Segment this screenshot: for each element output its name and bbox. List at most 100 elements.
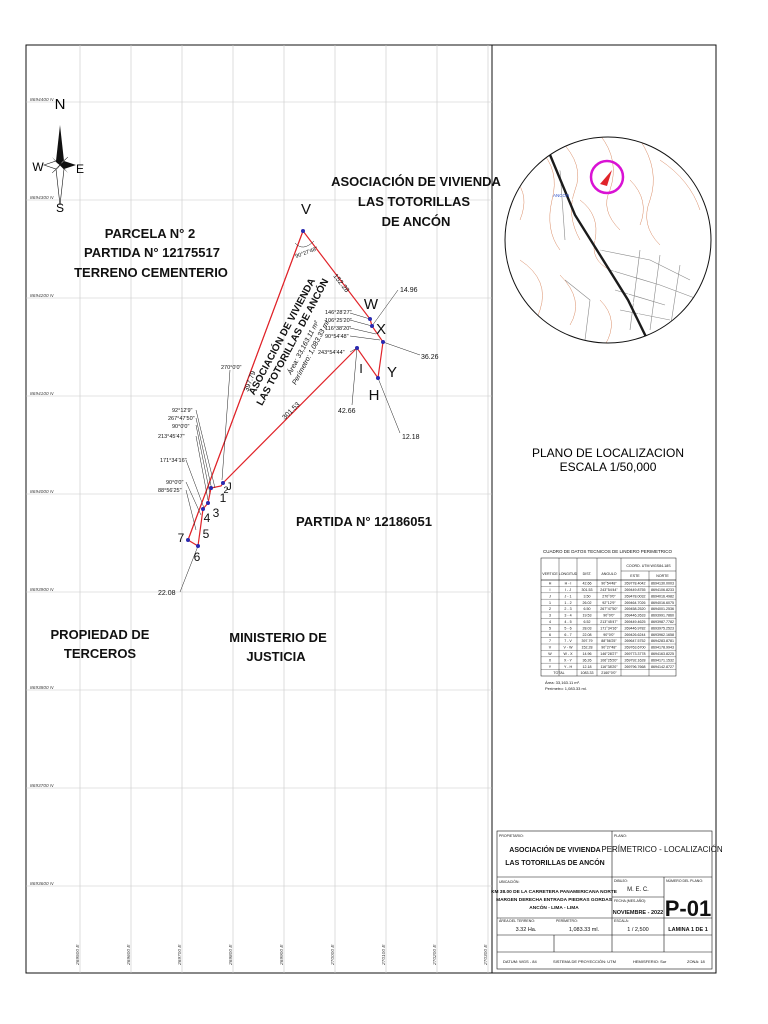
table-cell: 269464.7026 bbox=[625, 601, 646, 605]
table-cell: 3.50 bbox=[584, 594, 591, 598]
table-cell: 7 - V bbox=[564, 639, 572, 643]
vertex-1-label: 1 bbox=[220, 491, 227, 505]
table-cell: V - W bbox=[564, 646, 574, 650]
table-cell: 28.03 bbox=[583, 626, 592, 630]
table-cell: 301.53 bbox=[582, 588, 593, 592]
easting-label: 270300 E bbox=[483, 944, 489, 966]
angle-w1: 146°28'27" bbox=[325, 310, 352, 316]
table-cell: 4 bbox=[549, 620, 551, 624]
drawn-by: M. E. C. bbox=[627, 887, 649, 893]
table-cell: 22.08 bbox=[583, 633, 592, 637]
table-cell: 8694016.4982 bbox=[651, 594, 674, 598]
dim-h-i: 42.66 bbox=[338, 408, 356, 415]
dim-x-y: 36.26 bbox=[421, 354, 439, 361]
location-highlight-circle bbox=[589, 159, 625, 195]
terrain-area: 3.32 Ha. bbox=[516, 927, 537, 933]
table-cell: H bbox=[549, 582, 552, 586]
table-cell: 8694001.2536 bbox=[651, 607, 674, 611]
vertex-2-label: 2 bbox=[223, 485, 228, 495]
table-cell: 26.02 bbox=[583, 601, 592, 605]
easting-label: 269500 E bbox=[75, 944, 81, 966]
table-cell: 8694178.9943 bbox=[651, 646, 674, 650]
table-cell: 269478.0032 bbox=[625, 594, 646, 598]
table-cell: J - 1 bbox=[565, 594, 572, 598]
north-label: N bbox=[55, 96, 66, 113]
owner-line-2: LAS TOTORILLAS DE ANCÓN bbox=[505, 858, 604, 867]
parcela-label: PARCELA N° 2 bbox=[105, 226, 195, 241]
leader-lines bbox=[179, 289, 421, 593]
angle-7: 88°56'25" bbox=[158, 488, 182, 494]
north-arrow-icon bbox=[43, 125, 76, 206]
vertex-v-label: V bbox=[301, 201, 311, 218]
area-field-label: ÁREA DEL TERRENO: bbox=[499, 919, 535, 923]
table-subheader: NORTE bbox=[656, 574, 669, 578]
easting-label: 269900 E bbox=[279, 944, 285, 966]
table-cell: 269449.8755 bbox=[625, 588, 646, 592]
east-label: E bbox=[76, 162, 84, 176]
table-cell: 6.50 bbox=[584, 607, 591, 611]
angle-i: 243°54'44" bbox=[318, 350, 345, 356]
table-cell: 1 bbox=[549, 601, 551, 605]
dim-w-x: 14.96 bbox=[400, 287, 418, 294]
table-border bbox=[540, 557, 677, 677]
table-cell: 106°25'20" bbox=[600, 658, 618, 662]
parcela-partida: PARTIDA N° 12175517 bbox=[84, 245, 220, 260]
table-perimeter-note: Perímetro: 1,083.33 ml. bbox=[545, 686, 587, 691]
owner-field-label: PROPIETARIO: bbox=[499, 834, 524, 838]
easting-label: 270000 E bbox=[330, 944, 336, 966]
polygon-label: ASOCIACIÓN DE VIVIENDA LAS TOTORILLAS DE… bbox=[245, 276, 332, 408]
table-cell: 267°47'50" bbox=[600, 607, 618, 611]
location-map bbox=[505, 137, 711, 343]
angle-v: 90°27'48" bbox=[295, 246, 319, 260]
location-title: PLANO DE LOCALIZACION bbox=[532, 446, 684, 460]
perimeter-field-label: PERÍMETRO: bbox=[556, 919, 578, 923]
terceros-label-2: TERCEROS bbox=[64, 646, 137, 661]
table-cell: 42.66 bbox=[583, 582, 592, 586]
scale-field-label: ESCALA: bbox=[614, 919, 629, 923]
table-cell: 8693975.2523 bbox=[651, 626, 674, 630]
technical-data-table: CUADRO DE DATOS TECNICOS DE LINDERO PERI… bbox=[540, 549, 677, 691]
vertex-w-label: W bbox=[364, 296, 379, 313]
table-cell: 8693987.7782 bbox=[651, 620, 674, 624]
table-cell: 6 bbox=[549, 633, 551, 637]
table-cell: H - I bbox=[565, 582, 572, 586]
table-cell: W - X bbox=[564, 652, 574, 656]
table-header: VERTICE bbox=[542, 572, 558, 576]
table-cell: 90°0'0" bbox=[603, 614, 615, 618]
table-cell: 88°56'25" bbox=[601, 639, 617, 643]
table-cell: 269763.6700 bbox=[625, 646, 646, 650]
northing-label: 8694200 N bbox=[30, 293, 54, 299]
northing-label: 8694300 N bbox=[30, 195, 54, 201]
address-line-3: ANCÓN - LIMA - LIMA bbox=[529, 903, 579, 911]
location-field-label: UBICACIÓN: bbox=[499, 879, 519, 884]
angle-w4: 90°54'48" bbox=[325, 334, 349, 340]
parcela-desc: TERRENO CEMENTERIO bbox=[74, 265, 228, 280]
table-cell: 8694171.1532 bbox=[651, 658, 674, 662]
sheet-number: LAMINA 1 DE 1 bbox=[668, 927, 708, 933]
location-town-label: ANCON bbox=[553, 193, 569, 198]
table-cell: 269449.4625 bbox=[625, 620, 646, 624]
table-cell: 8694016.6075 bbox=[651, 601, 674, 605]
table-cell: 6 - 7 bbox=[564, 633, 571, 637]
table-total-label: TOTAL bbox=[553, 671, 564, 675]
vertex-markers bbox=[186, 229, 385, 548]
plan-number-field-label: NÚMERO DEL PLANO: bbox=[666, 879, 703, 883]
northing-label: 8693700 N bbox=[30, 783, 54, 789]
owner-line-1: ASOCIACIÓN DE VIVIENDA bbox=[509, 845, 600, 854]
dim-v-w: 152.28 bbox=[331, 273, 350, 294]
drawn-by-field-label: DIBUJO: bbox=[614, 879, 628, 883]
vertex-i-label: I bbox=[359, 361, 363, 376]
asoc-label-2: LAS TOTORILLAS bbox=[358, 194, 471, 209]
dim-i-j: 301.53 bbox=[281, 401, 301, 421]
table-cell: I - J bbox=[565, 588, 571, 592]
easting-label: 270100 E bbox=[381, 944, 387, 966]
plan-number: P-01 bbox=[665, 896, 711, 921]
angle-6: 90°0'0" bbox=[166, 480, 183, 486]
table-cell: 90°27'48" bbox=[601, 646, 617, 650]
northing-label: 8694100 N bbox=[30, 391, 54, 397]
table-cell: 5 - 6 bbox=[564, 626, 571, 630]
table-cell: 7 bbox=[549, 639, 551, 643]
angle-arc-v bbox=[294, 240, 315, 248]
table-cell: 3 bbox=[549, 614, 551, 618]
